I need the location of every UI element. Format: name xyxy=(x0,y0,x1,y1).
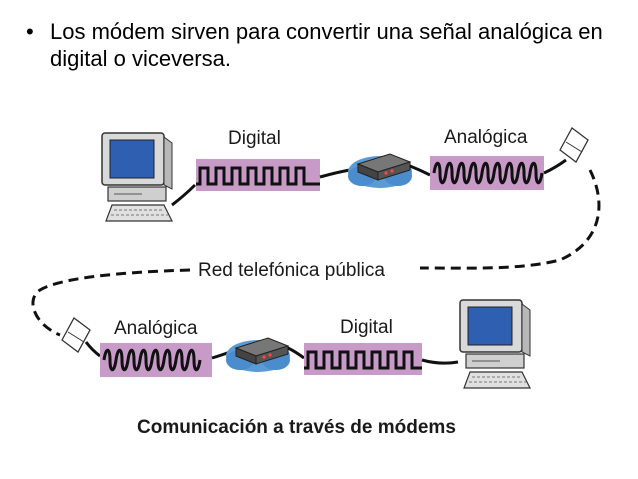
top-cable-right xyxy=(543,158,567,175)
top-analog-signal xyxy=(430,156,544,190)
top-digital-label: Digital xyxy=(228,128,281,149)
top-computer xyxy=(101,132,173,222)
top-cable-mid-right xyxy=(409,164,431,177)
bottom-cable-left xyxy=(84,341,101,358)
network-line-left xyxy=(31,268,191,337)
bottom-antenna-icon xyxy=(61,317,91,353)
top-cable-left xyxy=(171,183,197,207)
bottom-analog-signal xyxy=(100,343,212,377)
top-digital-signal xyxy=(196,159,320,191)
diagram-caption: Comunicación a través de módems xyxy=(137,417,456,438)
top-modem xyxy=(347,153,413,189)
bottom-computer xyxy=(459,299,531,389)
bullet-text: Los módem sirven para convertir una seña… xyxy=(50,19,603,71)
bottom-modem xyxy=(225,337,291,373)
bullet-symbol: • xyxy=(26,19,34,44)
bottom-analog-label: Analógica xyxy=(114,318,198,339)
top-cable-mid-left xyxy=(319,168,351,179)
top-analog-label: Analógica xyxy=(444,127,528,148)
bullet-point: • Los módem sirven para convertir una se… xyxy=(26,18,616,72)
network-label: Red telefónica pública xyxy=(198,260,385,281)
bottom-cable-right xyxy=(421,358,459,365)
bottom-cable-mid-right xyxy=(287,346,305,360)
top-antenna-icon xyxy=(559,127,589,163)
bottom-digital-label: Digital xyxy=(340,317,393,338)
bottom-digital-signal xyxy=(304,343,422,375)
